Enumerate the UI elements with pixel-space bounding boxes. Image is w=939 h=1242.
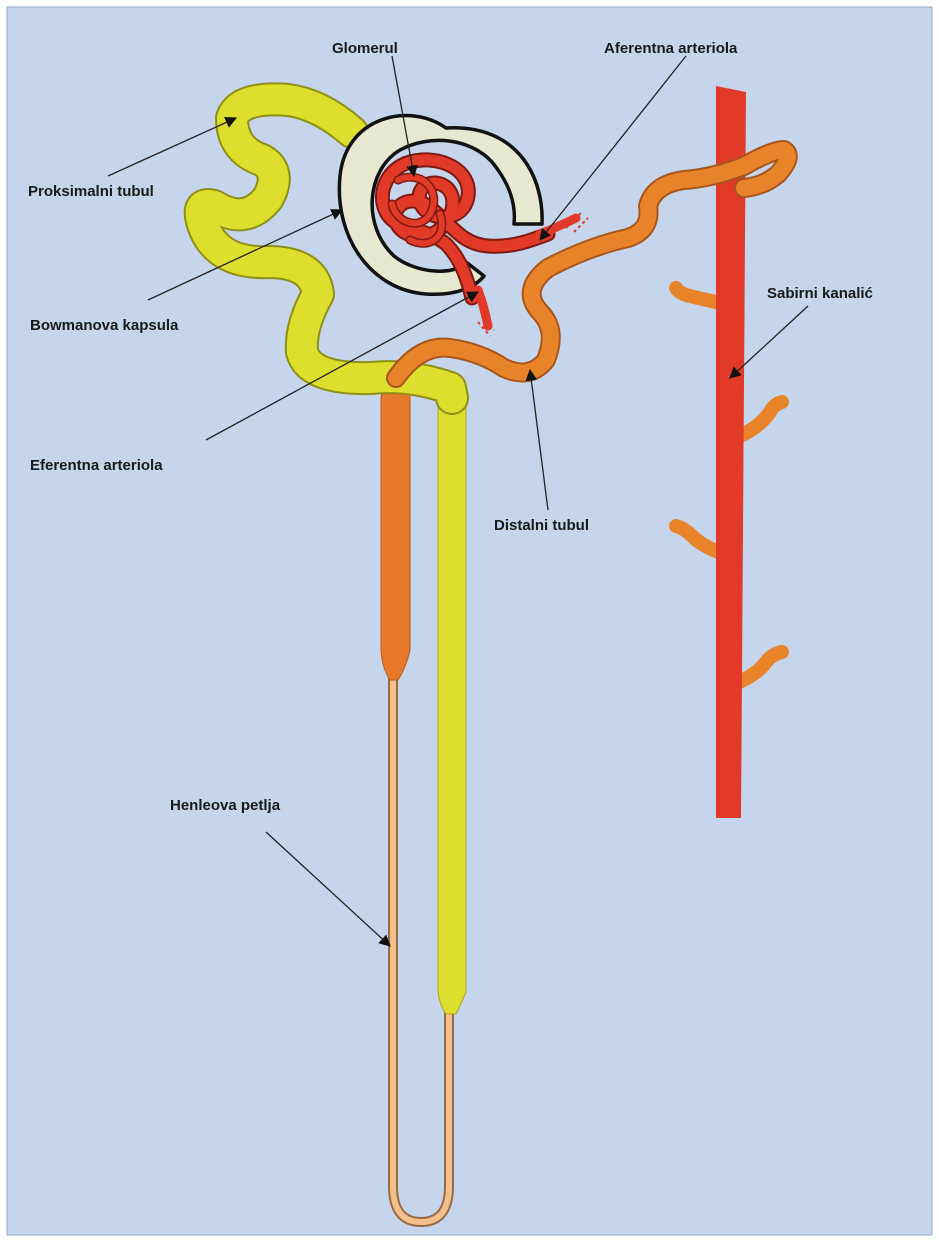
label-collecting-duct: Sabirni kanalić: [767, 285, 873, 302]
label-afferent-arteriole: Aferentna arteriola: [604, 40, 738, 57]
label-loop-of-henle: Henleova petlja: [170, 797, 281, 814]
label-bowman-capsule: Bowmanova kapsula: [30, 317, 179, 334]
label-efferent-arteriole: Eferentna arteriola: [30, 457, 163, 474]
label-glomerulus: Glomerul: [332, 40, 398, 57]
henle-loop-ascending-thick: [438, 392, 466, 1014]
henle-loop-descending-thick: [381, 376, 410, 680]
label-proximal-tubule: Proksimalni tubul: [28, 183, 154, 200]
label-distal-tubule: Distalni tubul: [494, 517, 589, 534]
